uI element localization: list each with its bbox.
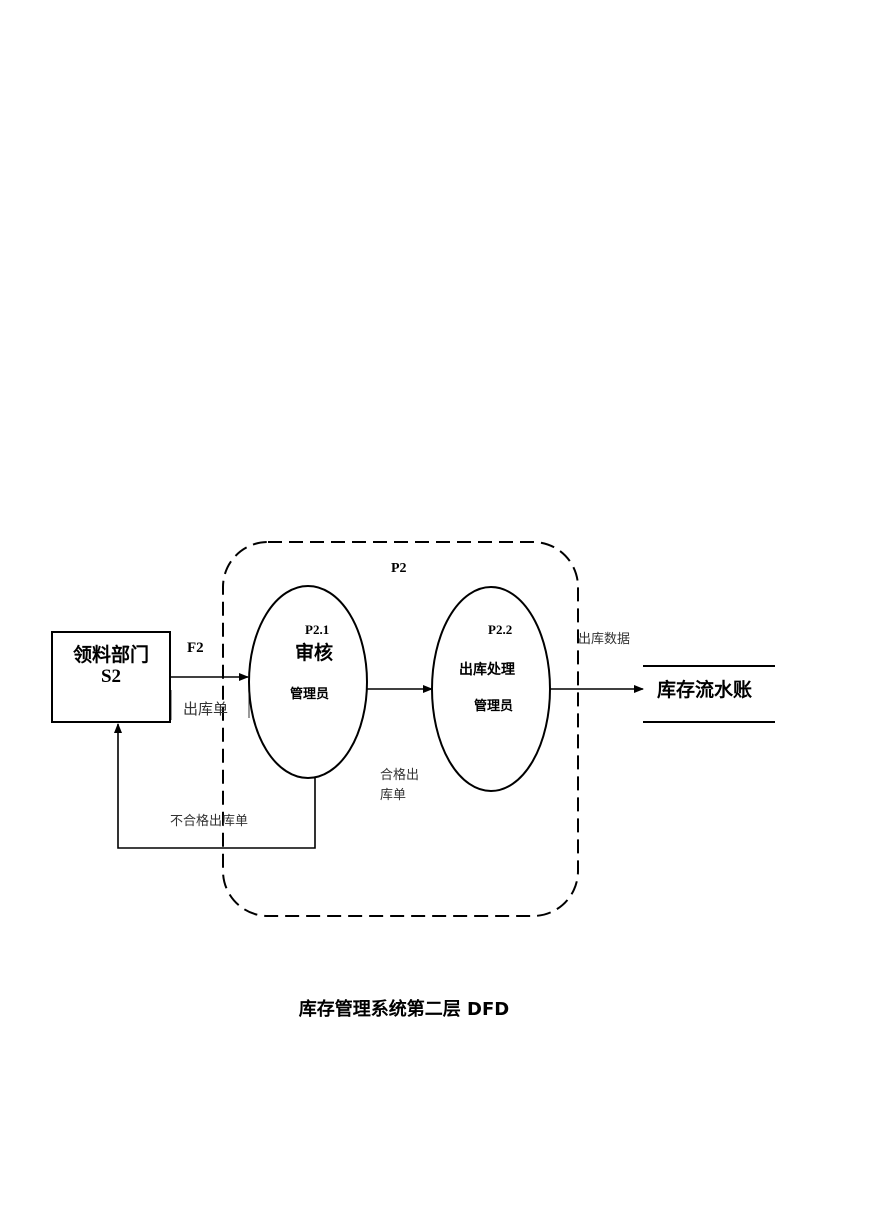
process-p2-2-id: P2.2 <box>488 622 513 637</box>
flow-arrow-rejected <box>114 723 316 849</box>
external-entity-name: 领料部门 <box>72 644 149 666</box>
external-entity-id: S2 <box>100 666 122 687</box>
flow-input-label: 出库单 <box>183 700 229 718</box>
process-p2-1-ellipse <box>248 585 368 779</box>
flow-approved-label-line2: 库单 <box>380 788 407 803</box>
process-group-boundary <box>222 541 579 917</box>
process-p2-1-role: 管理员 <box>290 687 330 702</box>
process-p2-1-id: P2.1 <box>305 622 330 637</box>
data-store-name: 库存流水账 <box>657 679 753 701</box>
flow-rejected-label: 不合格出库单 <box>170 814 249 829</box>
flow-output-label: 出库数据 <box>578 632 631 647</box>
diagram-title: 库存管理系统第二层 DFD <box>298 999 510 1020</box>
flow-input-id: F2 <box>187 640 204 656</box>
process-p2-2-role: 管理员 <box>474 699 514 714</box>
process-p2-1-name: 审核 <box>295 642 334 664</box>
process-p2-2-ellipse <box>431 586 551 792</box>
flow-approved-label-line1: 合格出 <box>380 768 420 783</box>
process-p2-2-name: 出库处理 <box>459 662 515 678</box>
process-group-label: P2 <box>391 561 407 576</box>
